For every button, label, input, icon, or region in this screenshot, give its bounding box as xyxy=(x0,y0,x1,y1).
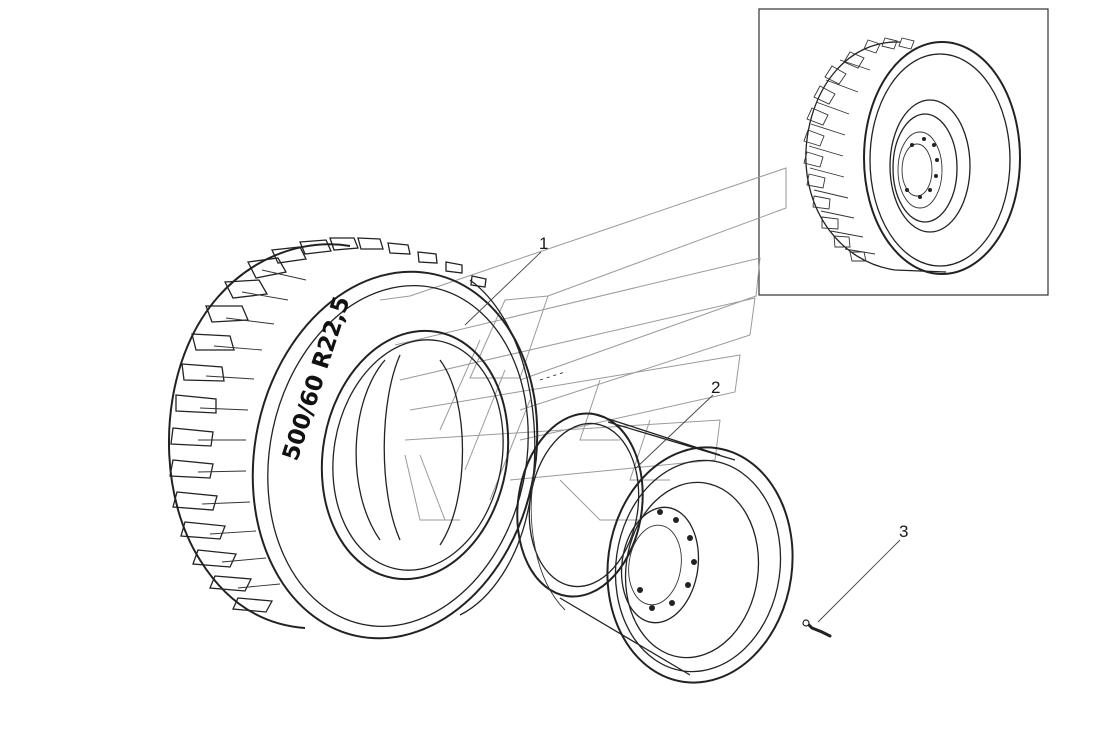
rim-part-2 xyxy=(516,412,794,684)
assembly-guide-lines xyxy=(379,167,787,521)
callout-3: 3 xyxy=(817,522,908,623)
assembled-wheel-inset xyxy=(758,8,1049,296)
callout-1: 1 xyxy=(464,234,548,326)
callout-label-1: 1 xyxy=(539,234,548,253)
inset-wheel xyxy=(803,37,1021,275)
callout-label-3: 3 xyxy=(899,522,908,541)
valve-part-3 xyxy=(802,619,832,638)
tire-part-1: 500/60 R22,5 xyxy=(167,237,539,640)
callout-2: 2 xyxy=(635,378,720,469)
callout-label-2: 2 xyxy=(711,378,720,397)
inset-frame xyxy=(758,8,1049,296)
